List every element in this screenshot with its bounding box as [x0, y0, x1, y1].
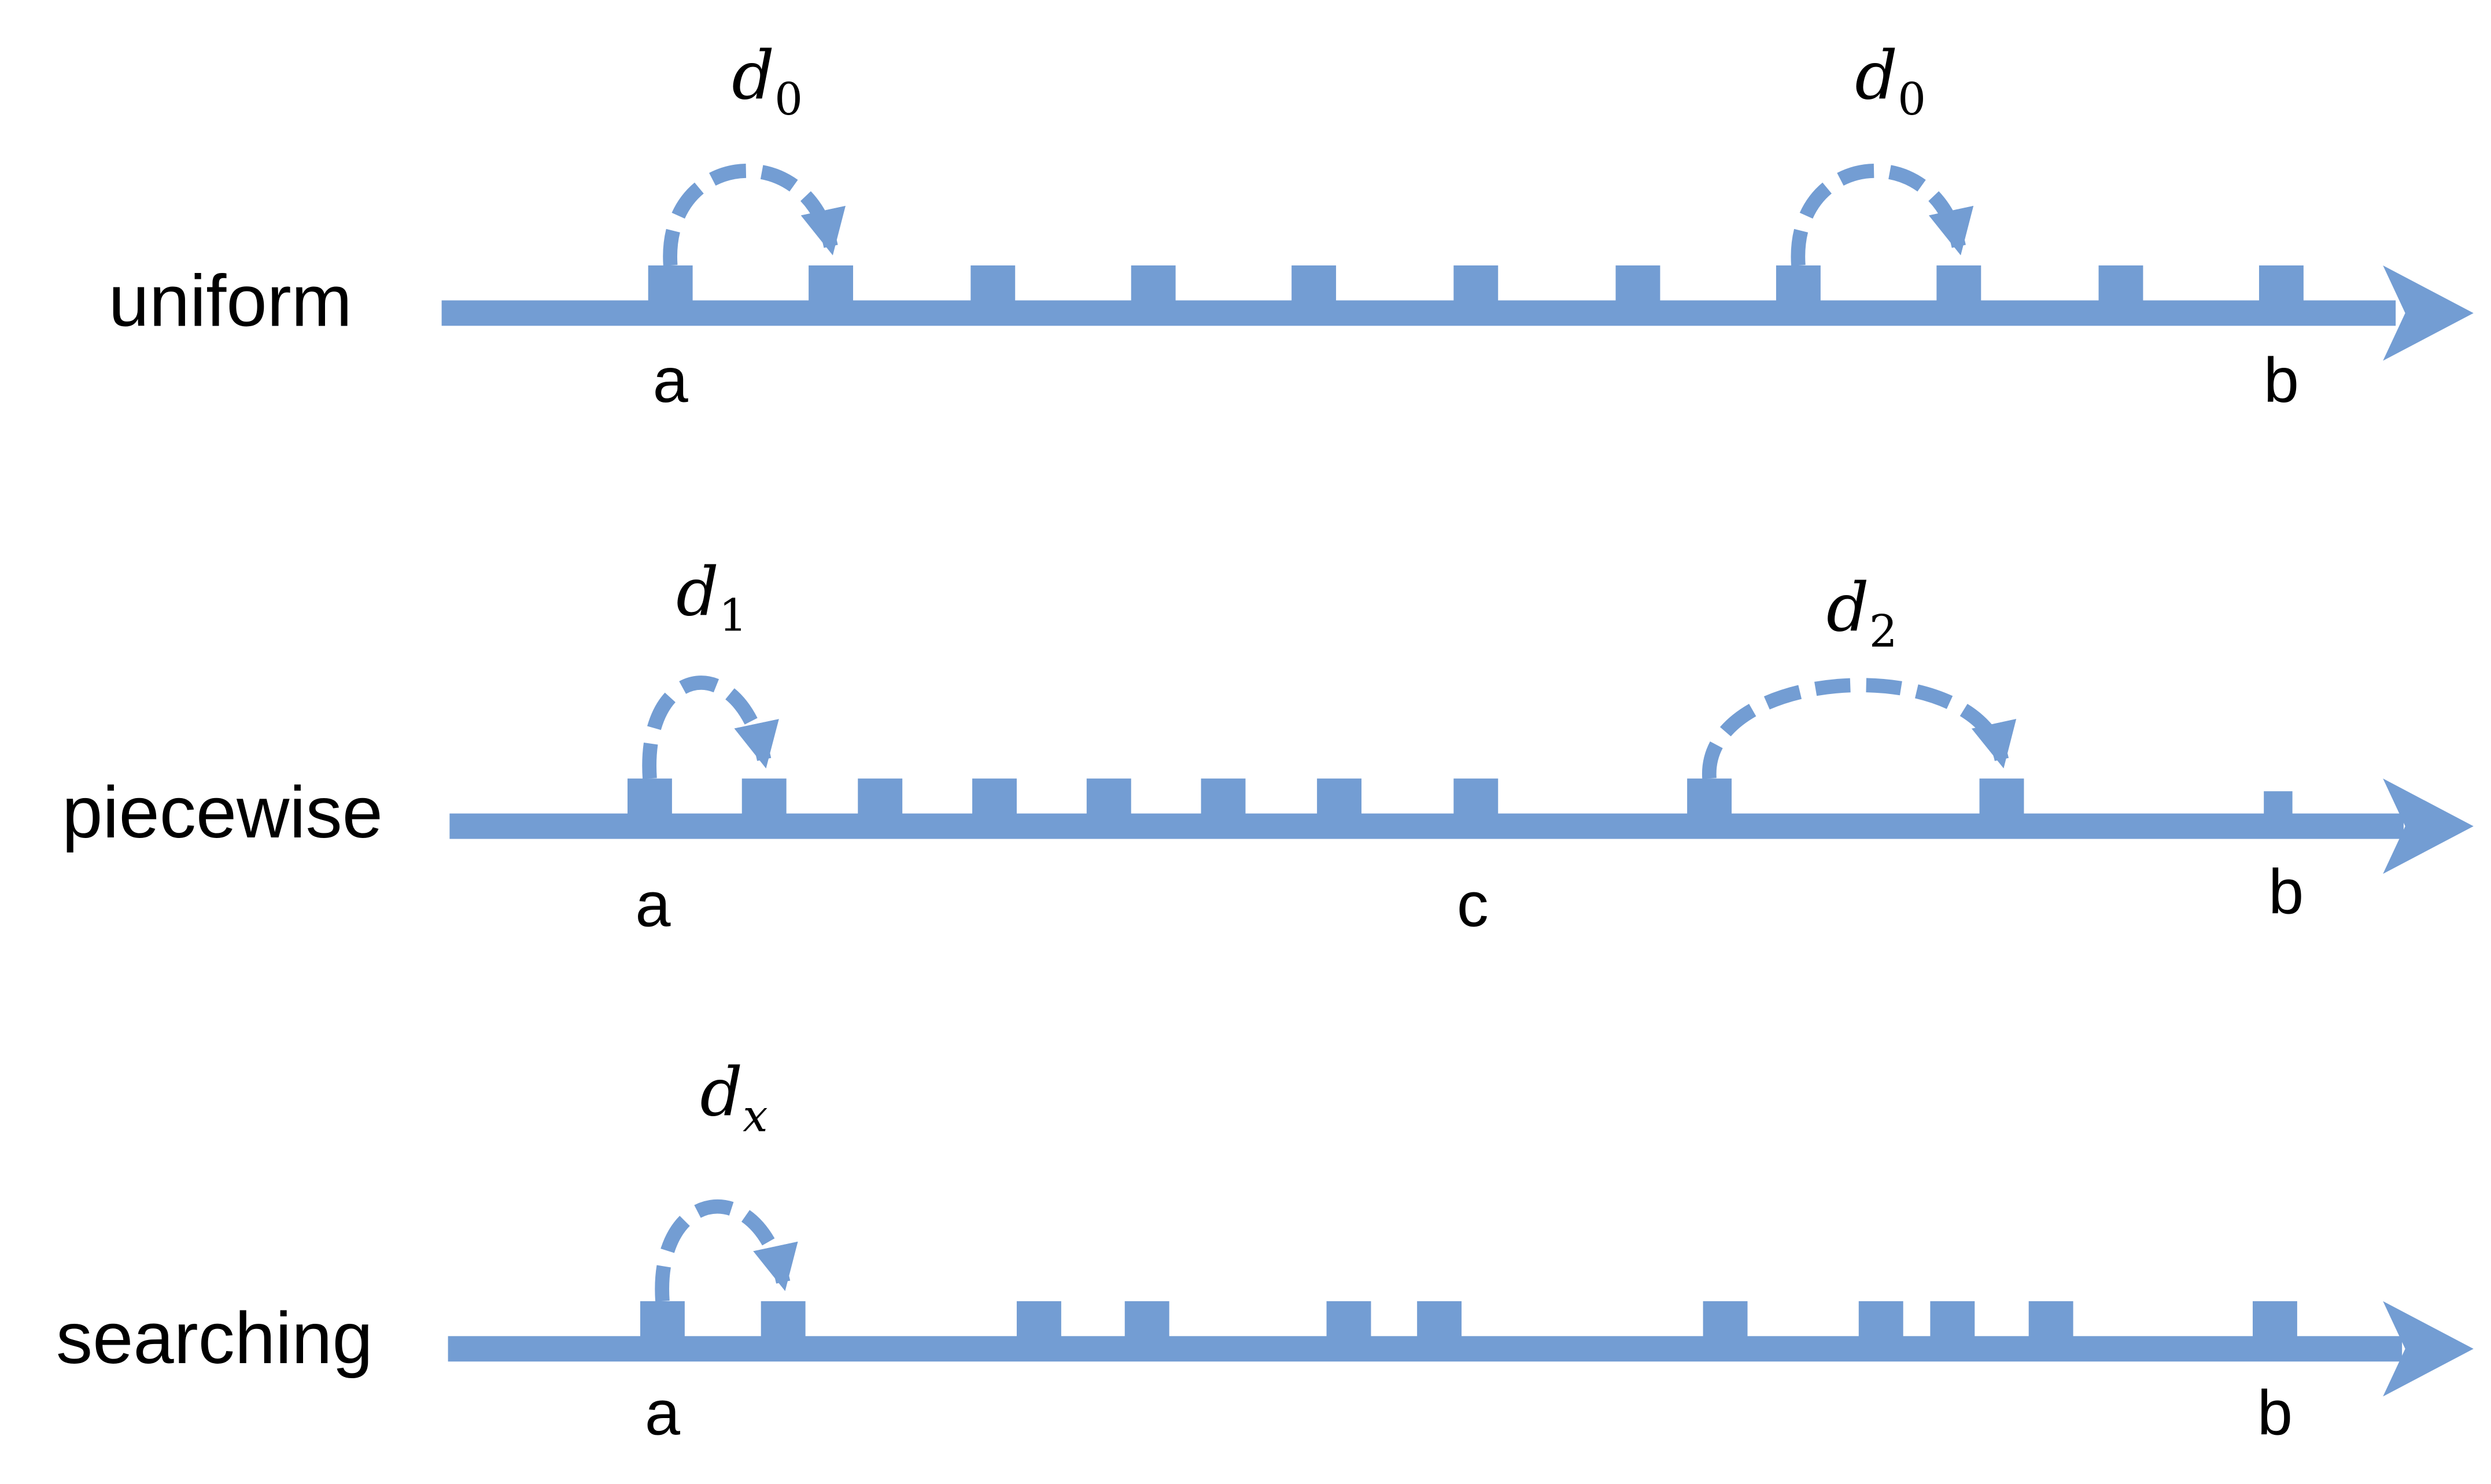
sample-tick	[2264, 791, 2293, 817]
sample-tick	[1124, 1301, 1169, 1339]
point-label-b: b	[2264, 345, 2299, 416]
sample-tick	[1979, 778, 2024, 817]
step-label-d0: d0	[732, 38, 803, 125]
step-arc-arrow	[663, 163, 846, 266]
sample-tick	[1703, 1301, 1748, 1339]
sample-tick	[1317, 778, 1362, 817]
sample-tick	[640, 1301, 685, 1339]
sample-tick	[741, 778, 787, 817]
sample-tick	[1930, 1301, 1975, 1339]
sample-tick	[627, 778, 672, 817]
sample-tick	[761, 1301, 806, 1339]
sample-tick	[1615, 265, 1660, 304]
sample-tick	[1687, 778, 1732, 817]
row-label-searching: searching	[56, 1297, 373, 1379]
sample-tick	[1086, 778, 1131, 817]
sample-tick	[1453, 778, 1499, 817]
axis-line	[448, 1336, 2403, 1362]
point-label-a: a	[645, 1378, 681, 1449]
sample-tick	[1453, 265, 1499, 304]
sample-tick	[1201, 778, 1246, 817]
sample-tick	[2252, 1301, 2297, 1339]
axis-arrowhead-icon	[2383, 265, 2474, 361]
point-label-a: a	[653, 345, 689, 416]
step-arc-arrow	[642, 675, 779, 780]
step-arc-arrow	[655, 1199, 798, 1302]
point-label-b: b	[2268, 857, 2304, 928]
sample-tick	[2098, 265, 2143, 304]
sample-tick	[970, 265, 1016, 304]
row-label-piecewise: piecewise	[62, 771, 383, 853]
sample-tick	[1291, 265, 1337, 304]
sample-tick	[1016, 1301, 1061, 1339]
step-label-dx: dx	[700, 1054, 767, 1142]
axis-line	[449, 813, 2404, 839]
axis-arrowhead-icon	[2383, 1301, 2474, 1397]
sample-tick	[1417, 1301, 1462, 1339]
axis-arrowhead-icon	[2383, 778, 2474, 874]
sample-tick	[1936, 265, 1981, 304]
step-arc-arrow	[1702, 678, 2017, 780]
sample-tick	[1131, 265, 1176, 304]
sample-tick	[1776, 265, 1821, 304]
row-label-uniform: uniform	[109, 260, 352, 341]
sample-tick	[1326, 1301, 1371, 1339]
sample-tick	[2028, 1301, 2073, 1339]
step-arc-arrow	[1791, 163, 1974, 266]
point-label-c: c	[1457, 870, 1489, 940]
sample-tick	[648, 265, 693, 304]
sample-tick	[2258, 265, 2304, 304]
sample-tick	[1858, 1301, 1903, 1339]
step-label-d1: d1	[676, 553, 747, 641]
point-label-a: a	[635, 870, 671, 940]
sample-tick	[809, 265, 854, 304]
step-label-d2: d2	[1826, 570, 1898, 658]
point-label-b: b	[2257, 1378, 2293, 1449]
sample-tick	[858, 778, 903, 817]
step-label-d0: d0	[1855, 38, 1926, 125]
axis-line	[441, 300, 2396, 326]
sample-tick	[972, 778, 1017, 817]
